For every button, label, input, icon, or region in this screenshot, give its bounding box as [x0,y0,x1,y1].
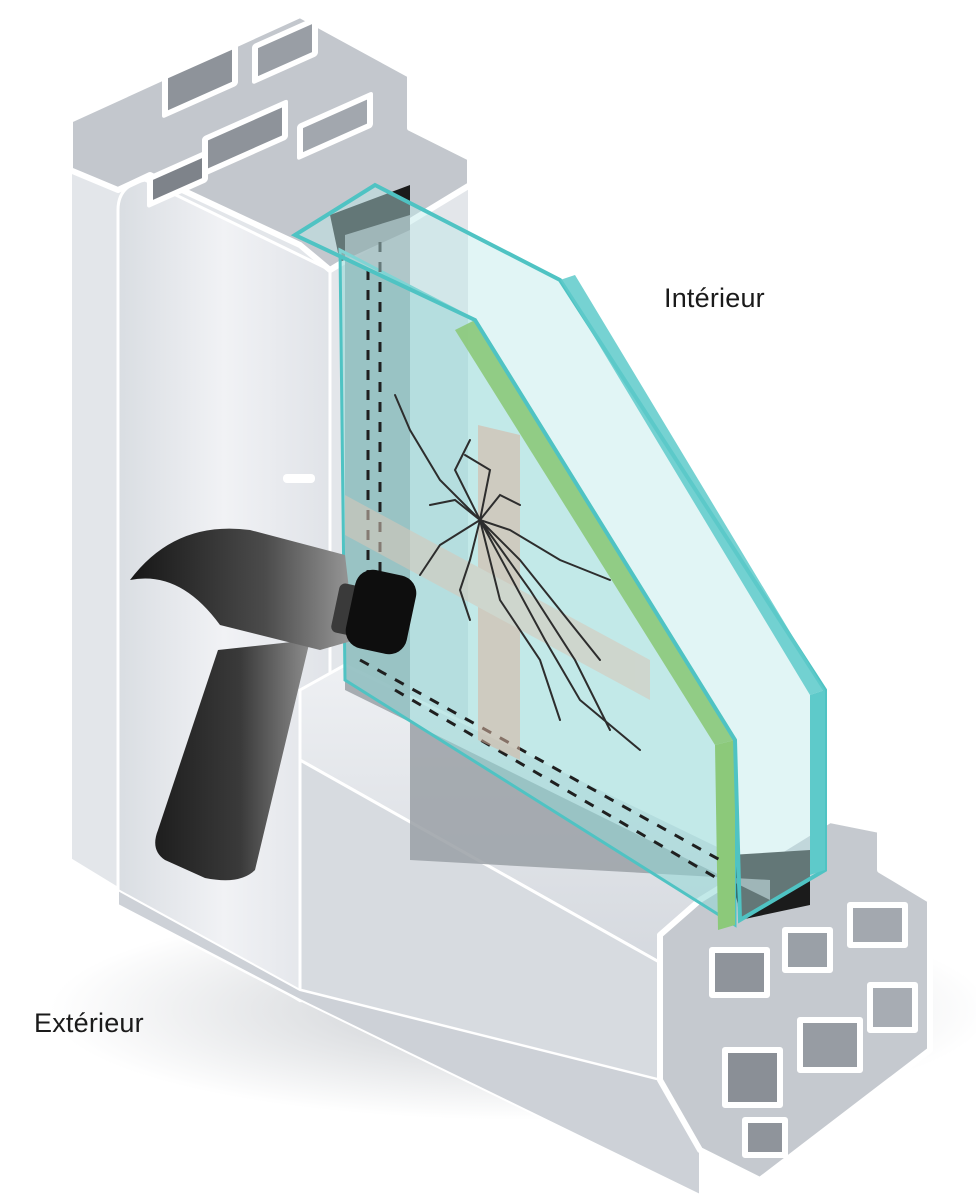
hammer-icon [130,528,417,881]
frame-highlight [283,474,315,483]
interior-label: Intérieur [664,283,765,313]
glass-crack-icon [394,394,641,751]
exterior-label: Extérieur [34,1008,144,1038]
glass-pane-interior [290,182,827,924]
